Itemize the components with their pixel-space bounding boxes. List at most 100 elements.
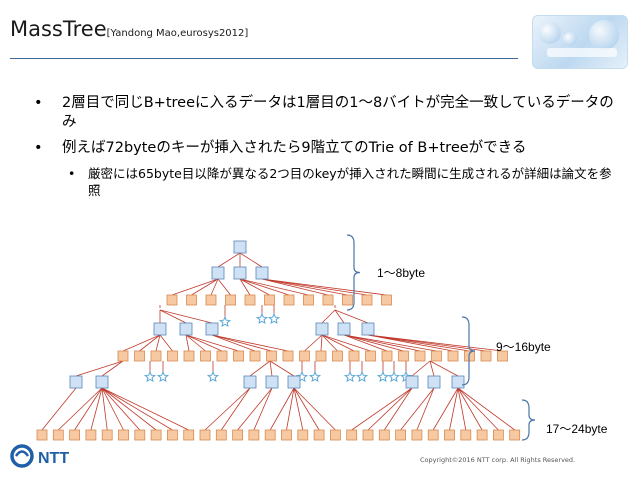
- tree-edge: [321, 334, 338, 352]
- tree-edge: [159, 334, 173, 352]
- tree-edge: [211, 334, 256, 352]
- tree-edge: [217, 252, 241, 268]
- value-star-icon: [376, 370, 390, 383]
- bullet-item: • 例えば72byteのキーが挿入されたら9階立てのTrie of B+tree…: [34, 139, 614, 158]
- tree-edge: [432, 387, 459, 431]
- tree-edge: [101, 387, 173, 431]
- tree-edge: [185, 334, 190, 352]
- value-star-icon: [355, 370, 369, 383]
- layer-brace: [461, 316, 476, 386]
- btree-leaf-node: [249, 350, 261, 362]
- tree-edge: [457, 387, 467, 431]
- tree-edge: [210, 278, 219, 296]
- tree-edge: [286, 387, 295, 431]
- btree-leaf-node: [150, 350, 162, 362]
- value-star-icon: [206, 370, 220, 383]
- btree-leaf-node: [427, 429, 439, 441]
- innovative-rd-logo: [532, 15, 628, 69]
- layer-brace: [346, 234, 361, 311]
- tree-edge: [343, 334, 421, 352]
- title-citation: [Yandong Mao,eurosys2012]: [106, 28, 249, 39]
- btree-leaf-node: [205, 294, 217, 306]
- tree-edge: [269, 387, 295, 431]
- tree-edge: [269, 360, 295, 377]
- layer-label-3: 17〜24byte: [546, 422, 608, 436]
- tree-edge: [304, 334, 323, 352]
- value-star-icon: [308, 370, 322, 383]
- btree-inner-node: [243, 375, 257, 389]
- tree-edge: [237, 387, 273, 431]
- bullet-text: 例えば72byteのキーが挿入されたら9階立てのTrie of B+treeがで…: [62, 140, 527, 156]
- tree-edge: [343, 334, 437, 352]
- btree-leaf-node: [85, 429, 97, 441]
- tree-edge: [185, 334, 239, 352]
- bullet-marker: •: [34, 95, 43, 111]
- tree-edge: [239, 252, 263, 268]
- tree-nodes: [36, 240, 521, 441]
- tree-edge: [293, 387, 336, 431]
- btree-leaf-node: [233, 350, 244, 362]
- tree-edge: [367, 334, 503, 352]
- tree-edges: [41, 252, 515, 431]
- btree-inner-node: [95, 375, 109, 389]
- tree-edge: [457, 387, 483, 431]
- tree-edge: [429, 360, 459, 377]
- tree-edge: [101, 387, 124, 431]
- value-star-icon: [156, 370, 170, 383]
- btree-leaf-node: [281, 429, 292, 441]
- btree-leaf-node: [381, 294, 392, 306]
- btree-inner-node: [361, 322, 375, 336]
- slide-title: MassTree[Yandong Mao,eurosys2012]: [10, 17, 248, 41]
- btree-leaf-node: [411, 429, 423, 441]
- tree-edge: [293, 387, 320, 431]
- btree-inner-node: [451, 375, 465, 389]
- value-star-icon: [295, 370, 309, 383]
- btree-leaf-node: [216, 350, 228, 362]
- btree-leaf-node: [183, 429, 195, 441]
- btree-inner-node: [69, 375, 83, 389]
- btree-leaf-node: [215, 429, 227, 441]
- tree-edge: [185, 334, 223, 352]
- btree-leaf-node: [134, 350, 145, 362]
- tree-edge: [321, 334, 355, 352]
- btree-leaf-node: [444, 429, 455, 441]
- btree-leaf-node: [398, 350, 409, 362]
- tree-edge: [217, 278, 231, 296]
- btree-inner-node: [315, 322, 329, 336]
- title-text: MassTree: [10, 17, 107, 41]
- btree-leaf-node: [381, 350, 393, 362]
- tree-edge: [74, 387, 103, 431]
- btree-leaf-node: [313, 429, 325, 441]
- tree-edge: [75, 360, 124, 377]
- tree-edge: [400, 387, 435, 431]
- btree-leaf-node: [492, 429, 504, 441]
- tree-edge: [171, 278, 219, 296]
- btree-leaf-node: [186, 294, 197, 306]
- tree-edge: [293, 387, 304, 431]
- btree-inner-node: [211, 266, 225, 280]
- tree-edge: [367, 387, 413, 431]
- trie-of-btree-diagram: 1〜8byte 9〜16byte 17〜24byte: [36, 234, 608, 441]
- btree-leaf-node: [378, 429, 390, 441]
- btree-leaf-node: [414, 350, 426, 362]
- btree-inner-node: [265, 375, 279, 389]
- btree-leaf-node: [232, 429, 244, 441]
- tree-edge: [139, 334, 161, 352]
- btree-leaf-node: [299, 350, 310, 362]
- btree-leaf-node: [497, 350, 508, 362]
- tree-edge: [320, 334, 323, 352]
- btree-leaf-node: [329, 429, 341, 441]
- tree-edge: [211, 334, 289, 352]
- bullet-text: 2層目で同じB+treeに入るデータは1層目の1〜8バイトが完全一致しているデー…: [62, 95, 614, 130]
- tree-edge: [101, 387, 157, 431]
- sub-bullet-item: • 厳密には65byte目以降が異なる2つ目のkeyが挿入された瞬間に生成される…: [68, 165, 614, 199]
- bullet-item: • 2層目で同じB+treeに入るデータは1層目の1〜8バイトが完全一致している…: [34, 94, 614, 132]
- btree-leaf-node: [348, 350, 360, 362]
- btree-leaf-node: [282, 350, 294, 362]
- tree-edge: [211, 334, 272, 352]
- tree-edge: [261, 278, 348, 296]
- btree-leaf-node: [361, 294, 373, 306]
- btree-leaf-node: [118, 429, 129, 441]
- tree-edge: [101, 387, 108, 431]
- layer-brace: [521, 399, 536, 441]
